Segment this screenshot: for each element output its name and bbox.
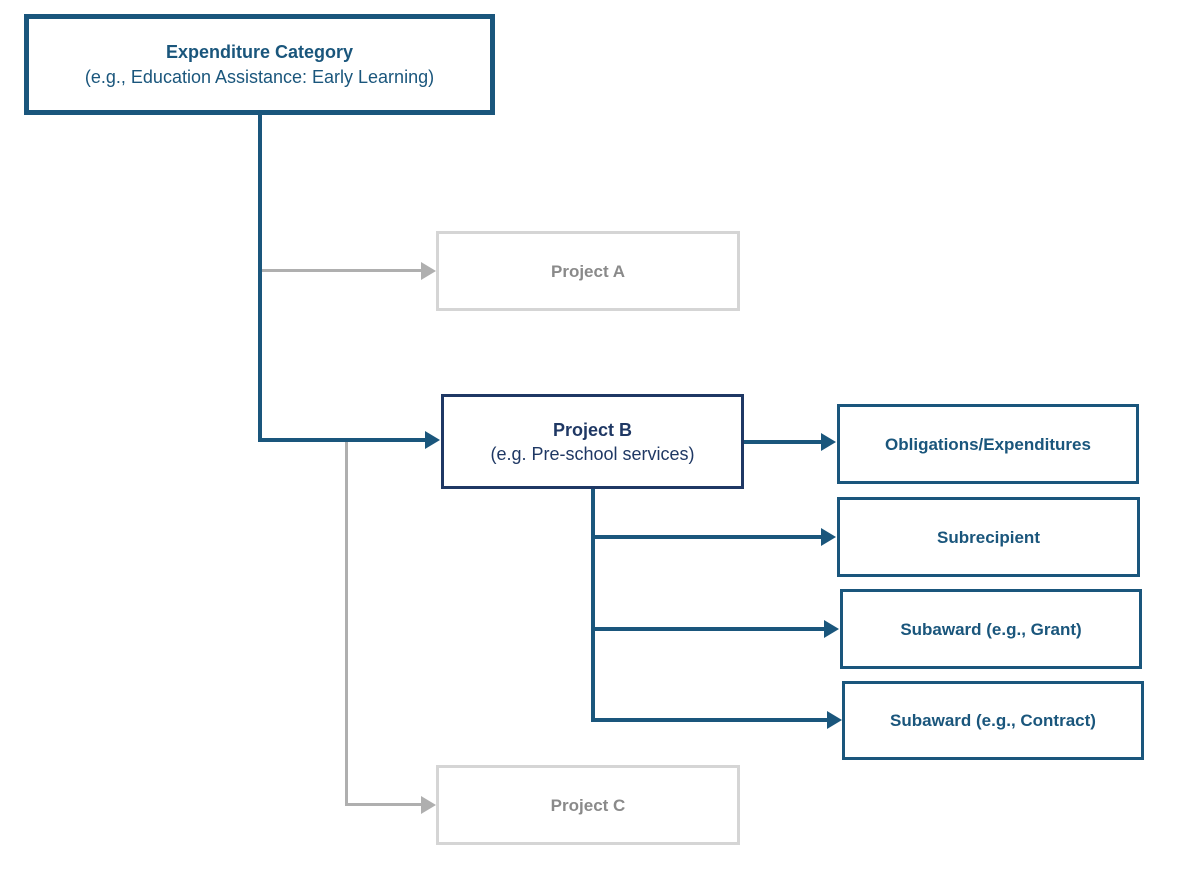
subaward-grant-title: Subaward (e.g., Grant) xyxy=(900,619,1082,639)
obligations-expenditures-title: Obligations/Expenditures xyxy=(885,434,1091,454)
edge-category-to-project-a-arrowhead-icon xyxy=(421,262,436,280)
subaward-contract-node: Subaward (e.g., Contract) xyxy=(842,681,1144,760)
edge-project-b-to-subrecipient-line xyxy=(591,535,822,539)
expenditure-category-node: Expenditure Category (e.g., Education As… xyxy=(24,14,495,115)
project-a-node: Project A xyxy=(436,231,740,311)
edge-category-to-project-c-line xyxy=(345,803,422,806)
edge-category-to-project-a-line xyxy=(262,269,422,272)
subaward-contract-title: Subaward (e.g., Contract) xyxy=(890,711,1096,730)
edge-category-to-project-c-vertical-line xyxy=(345,442,348,804)
subaward-grant-node: Subaward (e.g., Grant) xyxy=(840,589,1142,669)
project-c-node: Project C xyxy=(436,765,740,845)
obligations-expenditures-node: Obligations/Expenditures xyxy=(837,404,1139,484)
project-c-title: Project C xyxy=(550,795,626,815)
edge-project-b-to-subrecipient-arrowhead-icon xyxy=(821,528,836,546)
edge-project-b-to-subaward-grant-arrowhead-icon xyxy=(824,620,839,638)
project-a-title: Project A xyxy=(550,261,625,281)
edge-project-b-trunk-vertical-line xyxy=(591,489,595,722)
edge-category-trunk-vertical-line xyxy=(258,115,262,442)
edge-project-b-to-subaward-contract-arrowhead-icon xyxy=(827,711,842,729)
edge-category-to-project-c-arrowhead-icon xyxy=(421,796,436,814)
expenditure-category-title: Expenditure Category xyxy=(165,41,354,62)
edge-project-b-to-obligations-arrowhead-icon xyxy=(821,433,836,451)
project-b-subtitle: (e.g. Pre-school services) xyxy=(490,443,695,464)
edge-category-to-project-b-line xyxy=(258,438,426,442)
expenditure-category-subtitle: (e.g., Education Assistance: Early Learn… xyxy=(84,66,435,87)
edge-project-b-to-obligations-line xyxy=(744,440,822,444)
subrecipient-title: Subrecipient xyxy=(937,527,1040,547)
edge-project-b-to-subaward-contract-line xyxy=(591,718,828,722)
project-b-title: Project B xyxy=(552,419,633,440)
edge-category-to-project-b-arrowhead-icon xyxy=(425,431,440,449)
subrecipient-node: Subrecipient xyxy=(837,497,1140,577)
edge-project-b-to-subaward-grant-line xyxy=(591,627,825,631)
project-b-node: Project B (e.g. Pre-school services) xyxy=(441,394,744,489)
